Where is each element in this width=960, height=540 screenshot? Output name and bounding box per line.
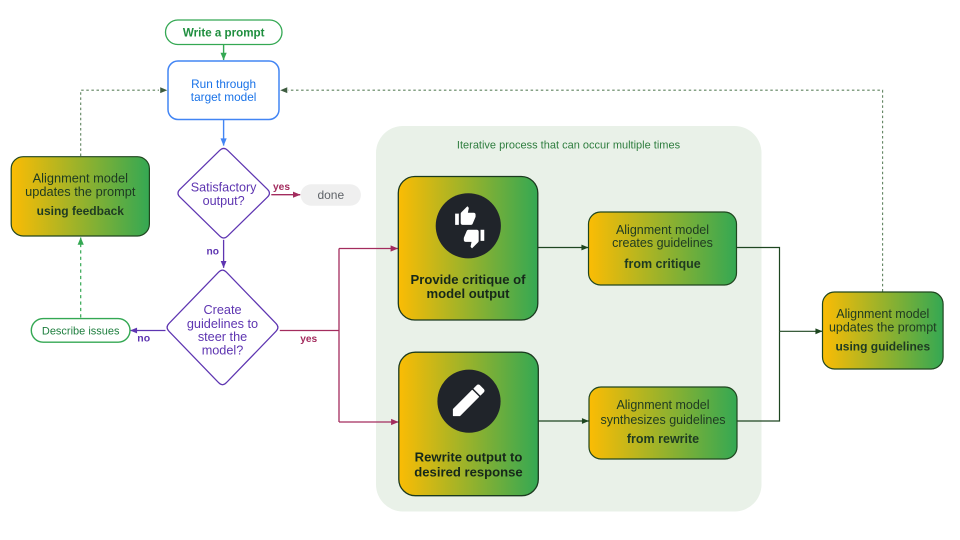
svg-text:Run through: Run through: [191, 77, 256, 91]
svg-text:from critique: from critique: [624, 257, 700, 271]
svg-text:model?: model?: [202, 343, 244, 357]
svg-text:done: done: [317, 188, 344, 202]
svg-text:guidelines to: guidelines to: [187, 317, 258, 331]
svg-text:no: no: [137, 332, 150, 344]
svg-text:Alignment model: Alignment model: [616, 398, 709, 412]
svg-text:updates the prompt: updates the prompt: [25, 184, 136, 199]
svg-text:Alignment model: Alignment model: [836, 307, 929, 321]
svg-text:yes: yes: [300, 334, 317, 345]
svg-text:Satisfactory: Satisfactory: [191, 181, 257, 195]
svg-text:synthesizes guidelines: synthesizes guidelines: [600, 413, 725, 427]
svg-text:output?: output?: [203, 194, 245, 208]
svg-text:model output: model output: [427, 286, 511, 301]
svg-text:Create: Create: [203, 303, 241, 317]
svg-text:using guidelines: using guidelines: [835, 340, 930, 354]
svg-text:Provide critique of: Provide critique of: [411, 272, 527, 287]
svg-text:updates the prompt: updates the prompt: [829, 321, 937, 335]
svg-text:desired response: desired response: [414, 464, 522, 479]
svg-text:target model: target model: [191, 90, 257, 104]
svg-text:Iterative process that can occ: Iterative process that can occur multipl…: [457, 139, 681, 151]
svg-text:Write a prompt: Write a prompt: [183, 27, 265, 40]
svg-text:no: no: [207, 247, 219, 258]
svg-text:Alignment model: Alignment model: [616, 223, 709, 237]
svg-text:Alignment model: Alignment model: [33, 170, 128, 185]
svg-text:steer the: steer the: [198, 330, 247, 344]
svg-text:yes: yes: [273, 182, 290, 193]
svg-text:creates guidelines: creates guidelines: [612, 236, 713, 250]
svg-text:Rewrite output to: Rewrite output to: [415, 450, 523, 465]
svg-text:using feedback: using feedback: [37, 204, 125, 218]
svg-text:from rewrite: from rewrite: [627, 432, 699, 446]
svg-text:Describe issues: Describe issues: [42, 325, 120, 337]
